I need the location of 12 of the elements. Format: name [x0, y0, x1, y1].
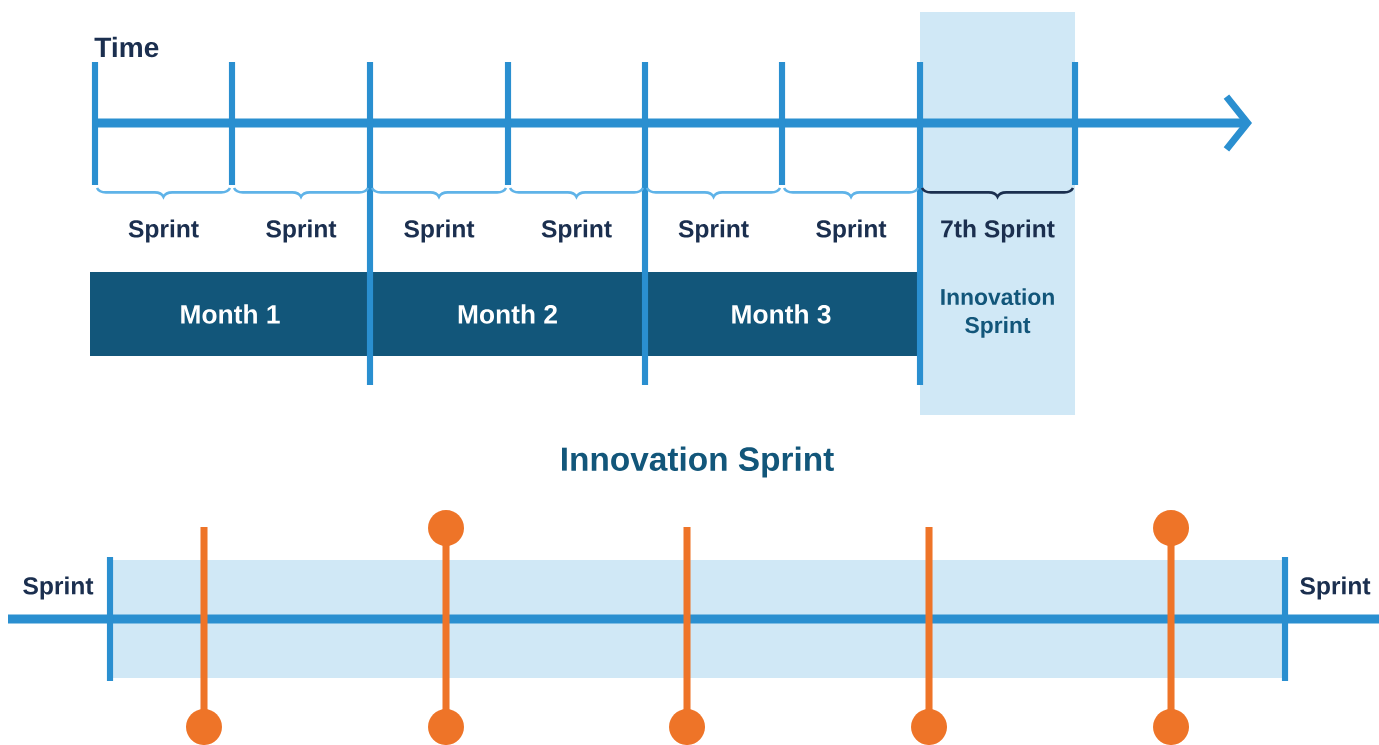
sprint-label: Sprint	[128, 219, 199, 243]
month-box: Month 3	[645, 272, 917, 356]
sprint-label: Sprint	[816, 219, 887, 243]
sprint-label: Sprint	[266, 219, 337, 243]
sprint-label: Sprint	[678, 219, 749, 243]
axis-label: Time	[94, 36, 159, 58]
highlight-band: 7th Sprint Innovation Sprint	[920, 12, 1075, 415]
month-box: Month 2	[370, 272, 645, 356]
section-title: Innovation Sprint	[562, 446, 834, 478]
sprint-label: Sprint	[541, 219, 612, 243]
sprint-label: Sprint	[404, 219, 475, 243]
month-box: Month 1	[90, 272, 370, 356]
